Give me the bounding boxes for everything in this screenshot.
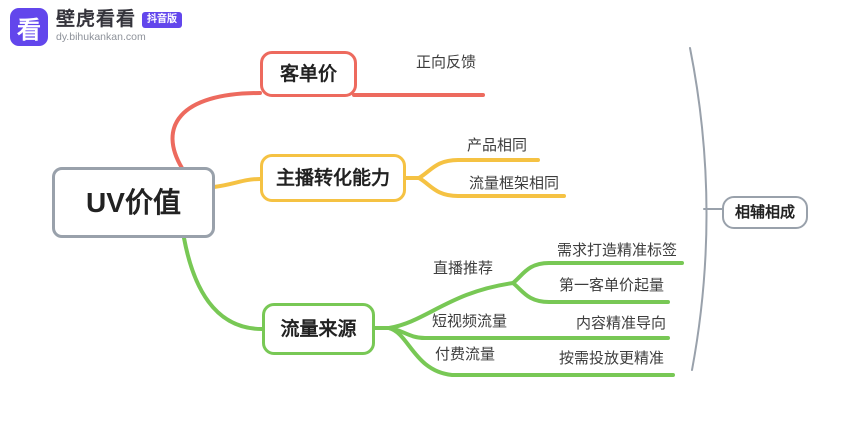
branch-line-traffic: [182, 236, 264, 331]
leaf-label-same-product: 产品相同: [467, 137, 528, 154]
subbranch-line-paid: [387, 326, 675, 377]
brand-url: dy.bihukankan.com: [56, 31, 146, 43]
leaf-label-first-price-volume: 第一客单价起量: [559, 277, 665, 294]
subbranch-label-paid-traffic: 付费流量: [435, 346, 496, 363]
bihu-logo-icon: 看: [10, 8, 48, 46]
leaf-line-product: [417, 158, 540, 180]
brand-name: 壁虎看看: [56, 9, 137, 30]
branch-node-host-conversion: 主播转化能力: [260, 154, 406, 202]
leaf-line-frame: [417, 176, 566, 198]
leaf-label-positive-feedback: 正向反馈: [416, 54, 477, 71]
subbranch-line-live: [387, 281, 515, 330]
brand-text: 壁虎看看 抖音版 dy.bihukankan.com: [56, 8, 183, 43]
leaf-line-demand: [511, 261, 684, 285]
root-node-uv-value: UV价值: [52, 167, 215, 238]
branch-line-price: [170, 91, 262, 170]
leaf-label-on-demand-投放: 按需投放更精准: [559, 350, 665, 367]
summary-node: 相辅相成: [722, 196, 808, 229]
douyin-version-badge: 抖音版: [142, 11, 183, 28]
branch-node-price: 客单价: [260, 51, 357, 97]
leaf-line-first-order: [511, 281, 670, 304]
brand-header: 看 壁虎看看 抖音版 dy.bihukankan.com: [10, 8, 183, 46]
leaf-label-precise-tags: 需求打造精准标签: [557, 242, 678, 259]
branch-line-host: [212, 177, 262, 189]
leaf-label-same-traffic-frame: 流量框架相同: [469, 175, 560, 192]
logo-glyph: 看: [17, 16, 41, 44]
branch-node-traffic-source: 流量来源: [262, 303, 375, 355]
subbranch-label-short-video-traffic: 短视频流量: [432, 313, 508, 330]
subbranch-label-live-recommend: 直播推荐: [433, 260, 494, 277]
leaf-label-content-orientation: 内容精准导向: [576, 315, 667, 332]
